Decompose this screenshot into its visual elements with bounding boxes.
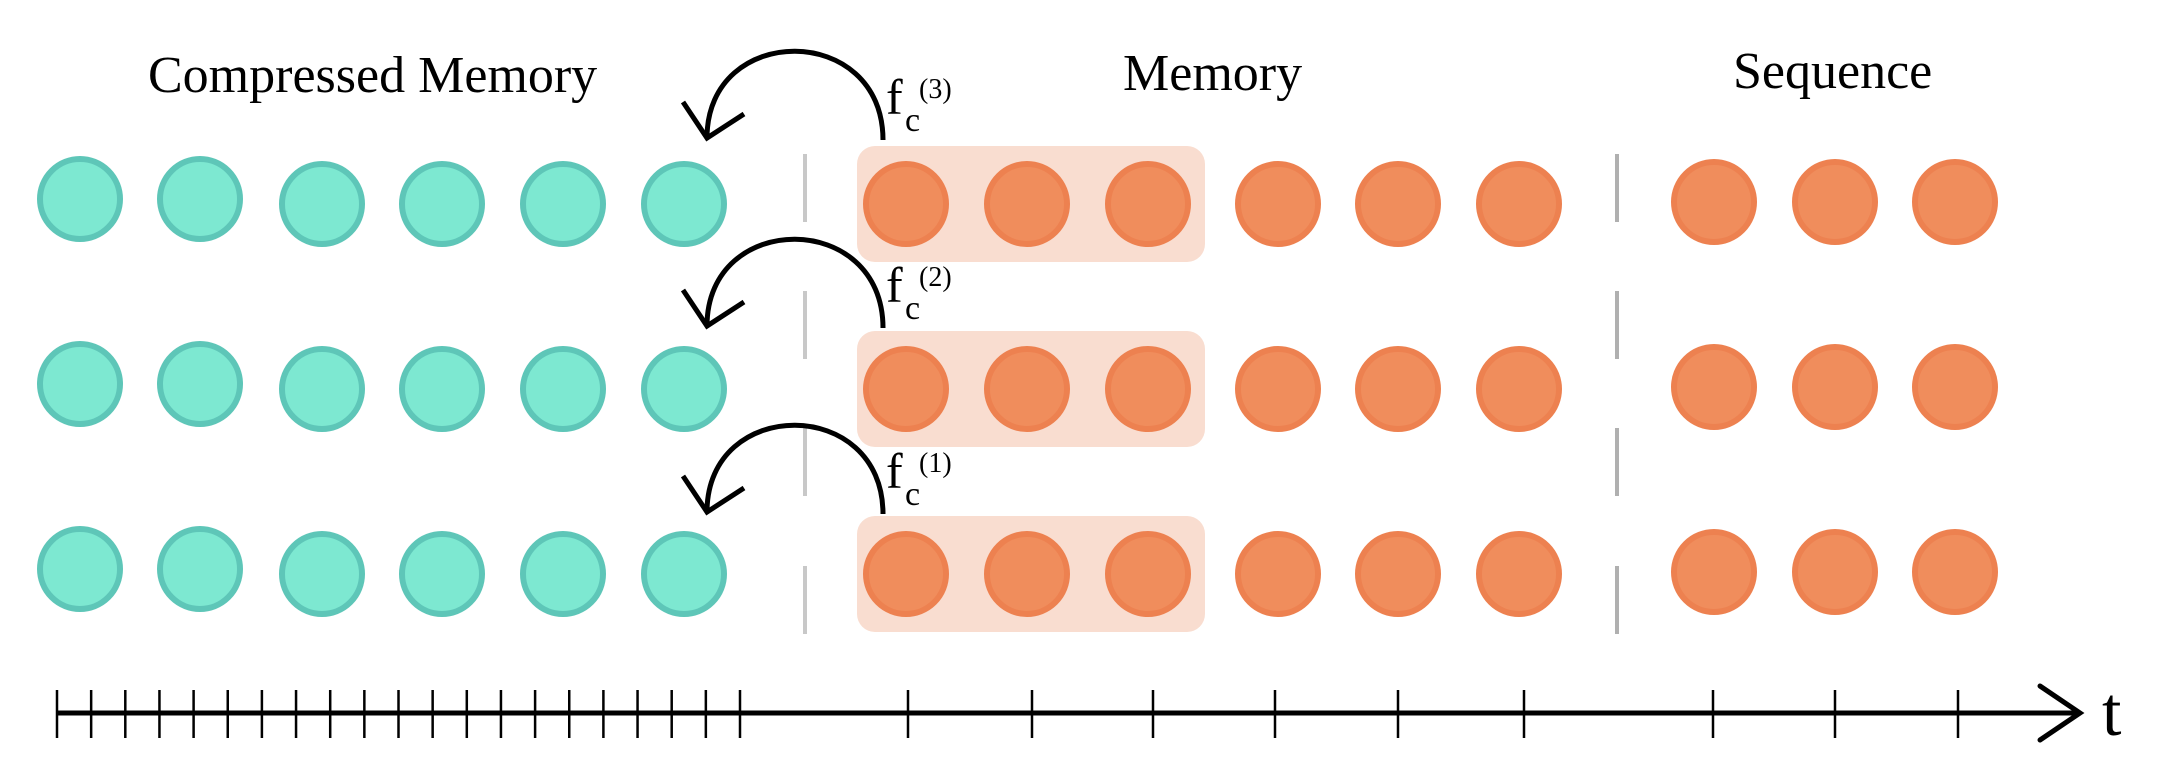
memory-slot <box>1476 531 1562 617</box>
function-subscript: c <box>905 290 920 327</box>
memory-slot <box>1105 161 1191 247</box>
sequence-slot <box>1671 344 1757 430</box>
curved-arrow-icon <box>704 48 886 141</box>
row-1 <box>37 146 1998 262</box>
memory-title: Memory <box>1123 45 1302 102</box>
compressed-memory-slot <box>157 526 243 612</box>
time-axis-arrowhead-icon <box>2037 683 2085 743</box>
memory-slot <box>984 161 1070 247</box>
arrowhead-icon <box>680 474 746 516</box>
sequence-slot <box>1792 529 1878 615</box>
memory-slot <box>1235 161 1321 247</box>
memory-slot <box>1476 346 1562 432</box>
memory-slot <box>1476 161 1562 247</box>
memory-slot <box>984 346 1070 432</box>
function-subscript: c <box>905 476 920 513</box>
function-subscript: c <box>905 102 920 139</box>
row-2 <box>37 331 1998 447</box>
memory-slot <box>1235 346 1321 432</box>
compressed-memory-slot <box>37 526 123 612</box>
compressed-memory-slot <box>641 346 727 432</box>
compressed-memory-slot <box>520 161 606 247</box>
arrowhead-icon <box>680 100 746 142</box>
compressed-memory-slot <box>520 346 606 432</box>
function-superscript: (1) <box>919 448 952 479</box>
memory-slot <box>863 531 949 617</box>
function-superscript: (2) <box>919 262 952 293</box>
compressed-memory-title: Compressed Memory <box>148 47 597 104</box>
time-axis-label: t <box>2102 674 2122 751</box>
function-superscript: (3) <box>919 74 952 105</box>
sequence-slot <box>1792 159 1878 245</box>
memory-slot <box>984 531 1070 617</box>
memory-slot <box>1355 346 1441 432</box>
function-symbol: f <box>886 443 903 499</box>
compressed-memory-slot <box>399 161 485 247</box>
time-axis-ticks <box>55 690 1960 738</box>
time-axis: t <box>55 674 2122 751</box>
compressed-memory-slot <box>279 346 365 432</box>
row-3 <box>37 516 1998 632</box>
memory-rows <box>37 146 1998 632</box>
compressed-memory-slot <box>399 531 485 617</box>
compressed-memory-slot <box>279 531 365 617</box>
arrowhead-icon <box>680 288 746 330</box>
compressed-memory-slot <box>37 341 123 427</box>
memory-slot <box>863 346 949 432</box>
curved-arrow-icon <box>704 236 886 329</box>
sequence-slot <box>1792 344 1878 430</box>
compressed-memory-slot <box>520 531 606 617</box>
curved-arrow-icon <box>704 422 886 515</box>
memory-slot <box>1105 531 1191 617</box>
sequence-slot <box>1912 159 1998 245</box>
compressed-memory-slot <box>157 341 243 427</box>
memory-slot <box>1235 531 1321 617</box>
compressed-memory-slot <box>399 346 485 432</box>
function-symbol: f <box>886 257 903 313</box>
sequence-slot <box>1671 159 1757 245</box>
memory-slot <box>1355 531 1441 617</box>
sequence-title: Sequence <box>1733 43 1932 100</box>
compressed-memory-slot <box>157 156 243 242</box>
compressed-memory-slot <box>37 156 123 242</box>
segment-separators <box>803 154 1619 634</box>
sequence-slot <box>1671 529 1757 615</box>
compressed-memory-slot <box>641 161 727 247</box>
compressed-memory-slot <box>641 531 727 617</box>
memory-slot <box>1105 346 1191 432</box>
sequence-slot <box>1912 529 1998 615</box>
compressed-memory-slot <box>279 161 365 247</box>
memory-slot <box>1355 161 1441 247</box>
sequence-slot <box>1912 344 1998 430</box>
function-symbol: f <box>886 69 903 125</box>
memory-slot <box>863 161 949 247</box>
